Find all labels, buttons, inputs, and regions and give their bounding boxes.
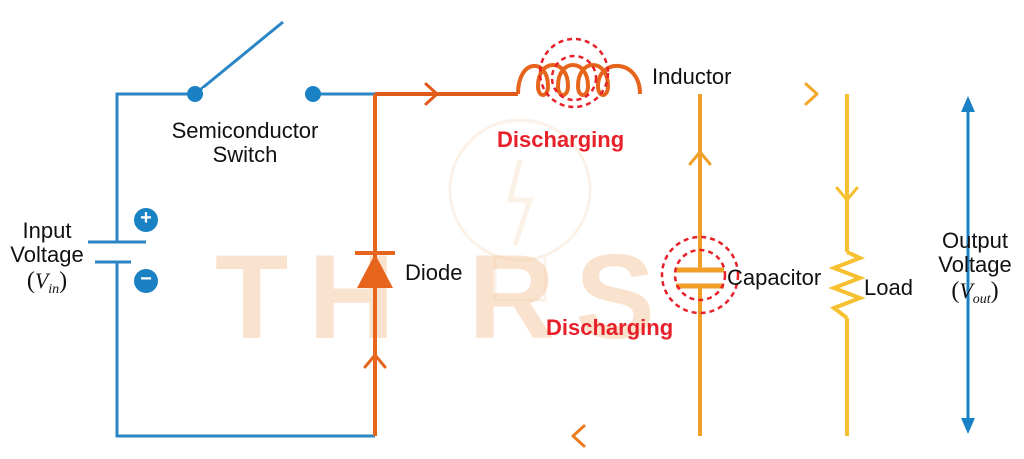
minus-badge (134, 269, 158, 293)
bulb-watermark (448, 118, 592, 302)
arrow-bottom-left (571, 424, 586, 448)
capacitor-state-label: Discharging (546, 315, 674, 340)
switch-label: Semiconductor Switch (150, 119, 340, 167)
diode-symbol (355, 251, 395, 288)
input-voltage-symbol: (Vin) (26, 268, 68, 298)
capacitor-symbol (676, 267, 724, 289)
input-label-line2: Voltage (10, 242, 84, 267)
output-voltage-label: Output Voltage (Vout) (920, 229, 1024, 312)
plus-badge (134, 208, 158, 232)
load-label: Load (864, 275, 913, 300)
capacitor-discharge-rings (660, 235, 740, 315)
load-resistor (828, 250, 866, 320)
arrow-top-right (804, 82, 819, 106)
switch-terminal-left (187, 86, 203, 102)
arrow-capacitor-up (688, 150, 712, 166)
arrow-diode-up (363, 353, 387, 369)
switch-terminal-right (305, 86, 321, 102)
output-voltage-symbol: (Vout) (951, 278, 999, 308)
output-label-line2: Voltage (938, 252, 1012, 277)
source-wire (88, 20, 375, 438)
minus-sign: − (140, 268, 152, 290)
input-label-line1: Input (22, 218, 72, 243)
switch-label-line1: Semiconductor (171, 118, 319, 143)
capacitor-label: Capacitor (727, 265, 822, 290)
watermark: TH RS (215, 230, 675, 364)
plus-sign: + (140, 207, 152, 229)
output-voltage-arrow (961, 96, 975, 434)
arrow-load-down (835, 186, 859, 202)
inductor-label: Inductor (652, 64, 732, 89)
switch-label-line2: Switch (212, 142, 278, 167)
input-voltage-label: Input Voltage (Vin) (0, 219, 94, 302)
inductor-discharge-rings (538, 37, 610, 109)
diode-label: Diode (405, 260, 463, 285)
inductor-coil (516, 63, 642, 97)
output-label-line1: Output (941, 228, 1009, 253)
arrow-top-left (424, 82, 439, 106)
inductor-state-label: Discharging (497, 127, 625, 152)
